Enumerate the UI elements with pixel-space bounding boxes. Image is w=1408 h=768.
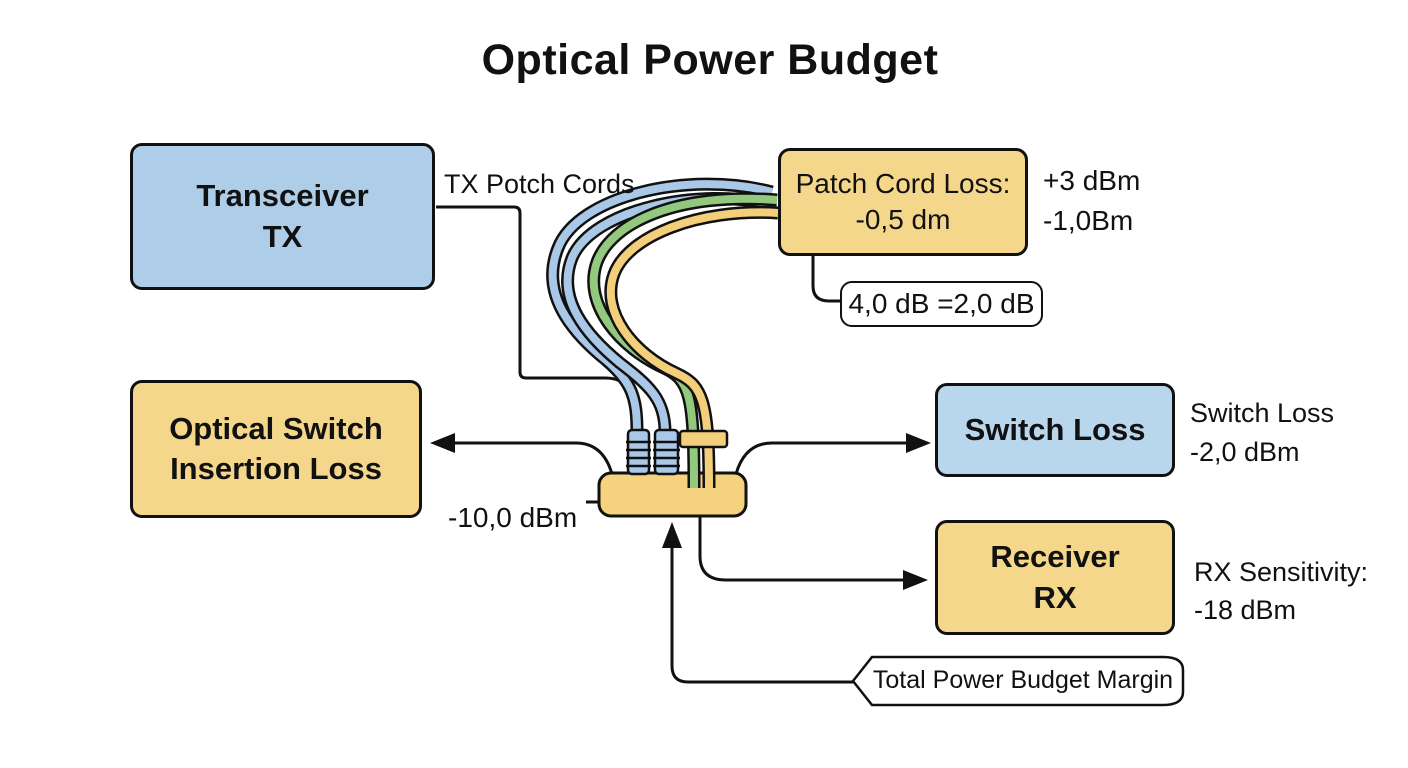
optical-switch-insertion-loss-node: Optical Switch Insertion Loss [130, 380, 422, 518]
optical-switch-arrow-line [452, 441, 614, 475]
patch-loss-value-label: -1,0Bm [1043, 205, 1134, 236]
switch-loss-side-line1: Switch Loss [1190, 398, 1335, 428]
fiber-connector-left [626, 428, 651, 476]
optical-switch-arrowhead-left [430, 433, 455, 453]
transceiver-tx-label-line1: Transceiver [196, 178, 369, 214]
blue-patch-cord-outline-left [546, 177, 774, 433]
tx-power-label: +3 dBm [1043, 165, 1141, 196]
fiber-connector-right [653, 428, 680, 476]
patch-cord-loss-node: Patch Cord Loss: -0,5 dm [778, 148, 1028, 256]
receiver-rx-label-line1: Receiver [990, 539, 1120, 575]
yellow-patch-cord [606, 208, 779, 489]
receiver-rx-node: Receiver RX [935, 520, 1175, 635]
rx-sensitivity-label: RX Sensitivity: -18 dBm [1194, 553, 1368, 629]
margin-arrowhead-up [662, 522, 682, 548]
transceiver-tx-label-line2: TX [262, 218, 303, 254]
receiver-rx-label-line2: RX [1033, 579, 1077, 615]
switch-loss-label: Switch Loss [964, 411, 1146, 447]
rx-sensitivity-line2: -18 dBm [1194, 595, 1297, 625]
optical-switch-label-line1: Optical Switch [169, 410, 383, 446]
receiver-arrow-line [698, 516, 904, 582]
rx-sensitivity-line1: RX Sensitivity: [1194, 557, 1369, 587]
optical-switch-label-line2: Insertion Loss [170, 451, 382, 486]
green-patch-cord [589, 194, 778, 489]
total-power-budget-margin-label: Total Power Budget Margin [872, 665, 1174, 694]
cable-clip-band [678, 429, 729, 449]
patch-cord-loss-label-line2: -0,5 dm [855, 204, 951, 235]
switch-loss-arrow-line [734, 441, 908, 475]
switch-loss-arrowhead-right [906, 433, 931, 453]
receiver-arrowhead-right [903, 570, 928, 590]
margin-arrow-line [670, 542, 854, 684]
diagram-title: Optical Power Budget [481, 36, 939, 84]
blue-patch-cord-left [548, 180, 774, 433]
switch-loss-node: Switch Loss [935, 383, 1175, 477]
tx-patch-cords-label: TX Potch Cords [444, 169, 635, 199]
margin-callout-shape [851, 655, 1185, 707]
switch-input-power-label: -10,0 dBm [448, 502, 578, 533]
fiber-coupler-box [597, 471, 748, 518]
switch-loss-side-line2: -2,0 dBm [1190, 437, 1300, 467]
switch-loss-side-label: Switch Loss -2,0 dBm [1190, 394, 1334, 472]
loss-calculation-text: 4,0 dB =2,0 dB [848, 287, 1035, 319]
transceiver-tx-node: Transceiver TX [130, 143, 435, 290]
loss-calculation-box: 4,0 dB =2,0 dB [840, 281, 1043, 327]
patch-loss-callout-line [811, 256, 841, 303]
patch-cord-loss-label-line1: Patch Cord Loss: [795, 167, 1011, 199]
